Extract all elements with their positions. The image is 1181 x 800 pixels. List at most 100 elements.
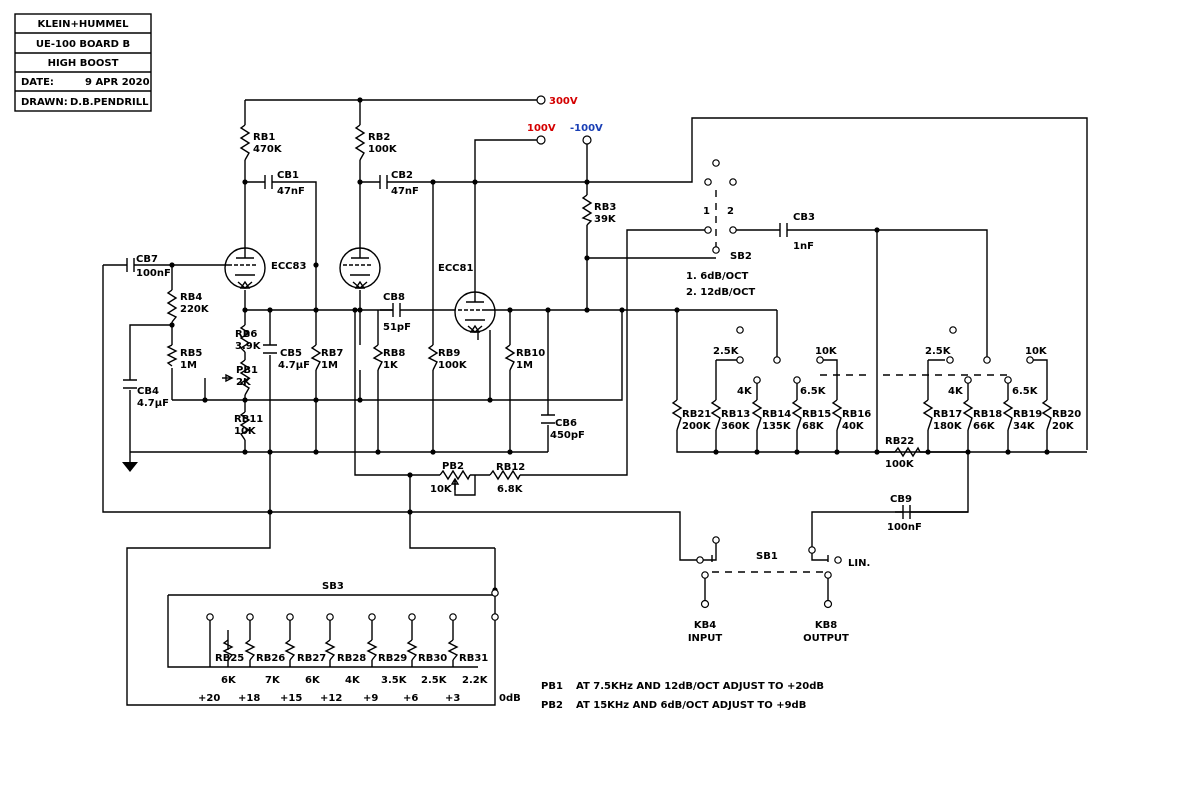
resistor-rb4 xyxy=(166,289,178,323)
value-rb15: 68K xyxy=(802,421,825,432)
pb2-wiper xyxy=(450,477,460,490)
switch-contacts xyxy=(206,95,1034,621)
gain-step: +6 xyxy=(403,693,418,704)
section-name: HIGH BOOST xyxy=(48,58,119,69)
value-cb6: 450pF xyxy=(550,430,585,441)
value-rb1: 470K xyxy=(253,144,283,155)
tubes xyxy=(224,247,496,340)
resistor-rb8 xyxy=(372,344,384,371)
label-cb4: CB4 xyxy=(137,386,159,397)
label-rb7: RB7 xyxy=(321,348,343,359)
sb2-option-1: 1. 6dB/OCT xyxy=(686,271,748,282)
freq-4k-left: 4K xyxy=(737,386,753,397)
value-cb3: 1nF xyxy=(793,241,814,252)
label-rb4: RB4 xyxy=(180,292,202,303)
resistor-rb25 xyxy=(222,639,234,661)
potentiometer-pb1 xyxy=(239,359,251,396)
label-cb3: CB3 xyxy=(793,212,815,223)
freq-6p5k-left: 6.5K xyxy=(800,386,827,397)
value-cb1: 47nF xyxy=(277,186,305,197)
kb8-ref: KB8 xyxy=(815,620,837,631)
resistor-rb14 xyxy=(751,399,763,431)
date-label: DATE: xyxy=(21,77,54,88)
label-rb27: RB27 xyxy=(297,653,326,664)
gain-step: +9 xyxy=(363,693,378,704)
label-cb5: CB5 xyxy=(280,348,302,359)
resistor-rb17 xyxy=(922,399,934,431)
value-cb5: 4.7µF xyxy=(278,360,310,371)
capacitors xyxy=(123,175,968,519)
resistor-rb18 xyxy=(962,399,974,431)
value-pb2: 10K xyxy=(430,484,453,495)
label-rb15: RB15 xyxy=(802,409,831,420)
note-pb2-ref: PB2 xyxy=(541,700,563,711)
capacitor-cb7 xyxy=(126,258,135,272)
ground-symbol xyxy=(122,462,138,472)
resistor-rb1 xyxy=(239,124,251,161)
label-rb26: RB26 xyxy=(256,653,285,664)
value-rb7: 1M xyxy=(321,360,338,371)
drawn-label: DRAWN: xyxy=(21,97,68,108)
value-rb31: 2.2K xyxy=(462,675,489,686)
sb2-label: SB2 xyxy=(730,251,752,262)
resistor-rb9 xyxy=(427,344,439,371)
resistor-rb3 xyxy=(581,194,593,226)
supply-100v: 100V xyxy=(527,123,556,134)
value-rb10: 1M xyxy=(516,360,533,371)
drawn-value: D.B.PENDRILL xyxy=(70,97,149,108)
value-rb12: 6.8K xyxy=(497,484,524,495)
label-pb2: PB2 xyxy=(442,461,464,472)
label-pb1: PB1 xyxy=(236,365,258,376)
freq-10k-left: 10K xyxy=(815,346,838,357)
capacitor-cb1 xyxy=(264,175,273,189)
value-rb20: 20K xyxy=(1052,421,1075,432)
value-rb16: 40K xyxy=(842,421,865,432)
resistor-rb20 xyxy=(1041,399,1053,431)
resistor-rb10 xyxy=(504,344,516,371)
resistor-rb19 xyxy=(1002,399,1014,431)
resistor-rb31 xyxy=(447,639,459,661)
value-rb30: 2.5K xyxy=(421,675,448,686)
resistor-rb15 xyxy=(791,399,803,431)
label-rb16: RB16 xyxy=(842,409,871,420)
resistor-rb22 xyxy=(894,446,921,458)
value-rb3: 39K xyxy=(594,214,617,225)
value-rb18: 66K xyxy=(973,421,996,432)
gain-step: 0dB xyxy=(499,693,521,704)
label-rb29: RB29 xyxy=(378,653,407,664)
value-rb22: 100K xyxy=(885,459,915,470)
label-cb9: CB9 xyxy=(890,494,912,505)
resistor-rb27 xyxy=(284,639,296,661)
value-rb14: 135K xyxy=(762,421,792,432)
gain-step: +18 xyxy=(238,693,260,704)
sb2-option-2: 2. 12dB/OCT xyxy=(686,287,755,298)
label-cb6: CB6 xyxy=(555,418,577,429)
capacitor-cb5 xyxy=(263,344,277,354)
input-label: INPUT xyxy=(688,633,723,644)
label-rb3: RB3 xyxy=(594,202,616,213)
freq-2p5k-left: 2.5K xyxy=(713,346,740,357)
potentiometer-pb2 xyxy=(439,469,471,481)
resistors xyxy=(166,124,1053,661)
value-rb26: 7K xyxy=(265,675,281,686)
value-rb6: 3.9K xyxy=(235,341,262,352)
adjust-notes: PB1 AT 7.5KHz AND 12dB/OCT ADJUST TO +20… xyxy=(541,681,824,711)
switch-labels: 1 2 SB2 1. 6dB/OCT 2. 12dB/OCT 2.5K 10K … xyxy=(322,206,1048,592)
resistor-rb6 xyxy=(239,324,251,353)
label-rb14: RB14 xyxy=(762,409,791,420)
sb2-pos2: 2 xyxy=(727,206,734,217)
label-rb28: RB28 xyxy=(337,653,366,664)
value-cb9: 100nF xyxy=(887,522,922,533)
label-rb11: RB11 xyxy=(234,414,263,425)
value-rb5: 1M xyxy=(180,360,197,371)
value-rb29: 3.5K xyxy=(381,675,408,686)
value-cb8: 51pF xyxy=(383,322,411,333)
switch-links xyxy=(711,190,1010,573)
value-rb28: 4K xyxy=(345,675,361,686)
label-rb22: RB22 xyxy=(885,436,914,447)
value-rb27: 6K xyxy=(305,675,321,686)
component-labels: RB1 470K RB2 100K RB3 39K RB4 220K RB5 1… xyxy=(136,132,1081,686)
value-rb8: 1K xyxy=(383,360,399,371)
value-rb9: 100K xyxy=(438,360,468,371)
supply-neg100v: -100V xyxy=(570,123,603,134)
